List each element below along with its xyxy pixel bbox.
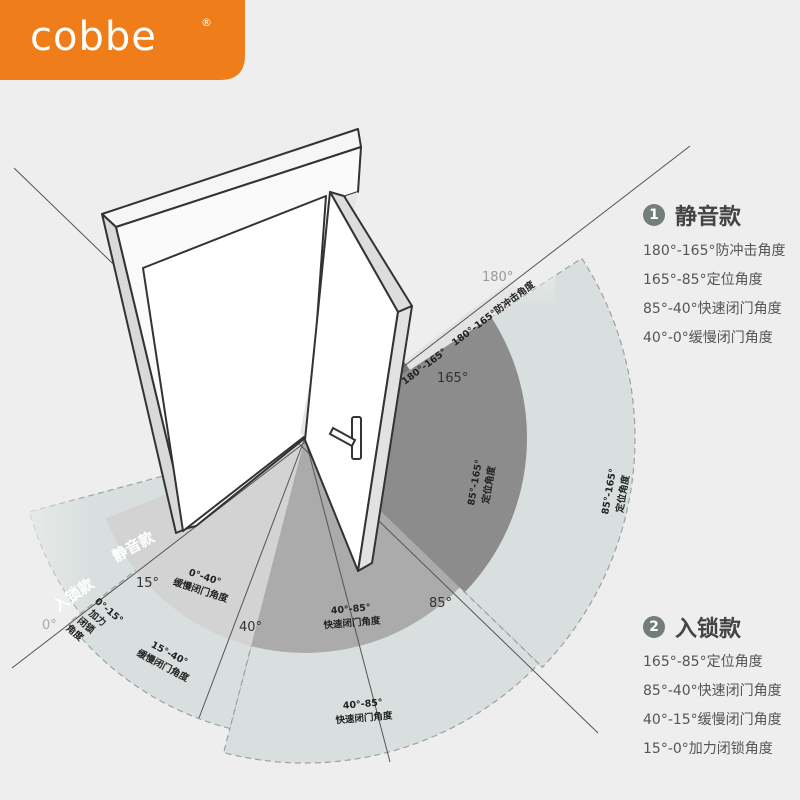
legend-title: 入锁款 [675, 617, 742, 642]
legend-item: 165°-85°定位角度 [643, 272, 763, 288]
legend-item: 15°-0°加力闭锁角度 [643, 741, 773, 757]
door-leaf [304, 191, 413, 572]
legend-item: 180°-165°防冲击角度 [643, 243, 786, 259]
door-frame [101, 128, 362, 534]
inner-zone-85-165 [305, 317, 527, 593]
brand-logo: cobbe ® [0, 0, 245, 80]
legend-quiet-model: 1 静音款 180°-165°防冲击角度 165°-85°定位角度 85°-40… [643, 199, 786, 353]
zone-label-180-165-outer: 180°-165°防冲击角度 [449, 278, 537, 348]
angle-label-15: 15° [136, 576, 159, 591]
inner-zone-0-40 [105, 438, 305, 647]
zone-label-40-85-outer-range: 40°-85° [342, 697, 383, 711]
door-handle-icon [328, 416, 362, 460]
legend-item: 40°-15°缓慢闭门角度 [643, 712, 782, 728]
number-badge: 2 [643, 616, 665, 638]
zone-label-40-85-inner-range: 40°-85° [330, 602, 371, 616]
zone-label-40-85-inner-text: 快速闭门角度 [323, 614, 381, 631]
legend-item: 85°-40°快速闭门角度 [643, 683, 782, 699]
legend-item: 40°-0°缓慢闭门角度 [643, 330, 773, 346]
legend-title: 静音款 [675, 205, 742, 230]
angle-label-180: 180° [482, 270, 513, 285]
angle-label-0: 0° [42, 618, 57, 633]
number-badge: 1 [643, 204, 665, 226]
legend-item: 165°-85°定位角度 [643, 654, 763, 670]
model-label-quiet: 静音款 [109, 527, 158, 565]
model-label-lock: 入锁款 [50, 574, 98, 615]
angle-label-165: 165° [437, 371, 468, 386]
legend-item: 85°-40°快速闭门角度 [643, 301, 782, 317]
zone-label-40-85-outer-text: 快速闭门角度 [335, 709, 393, 726]
angle-label-85: 85° [429, 596, 452, 611]
brand-name: cobbe [30, 14, 157, 60]
registered-mark: ® [201, 16, 212, 29]
legend-lock-model: 2 入锁款 165°-85°定位角度 85°-40°快速闭门角度 40°-15°… [643, 611, 782, 764]
angle-label-40: 40° [239, 620, 262, 635]
